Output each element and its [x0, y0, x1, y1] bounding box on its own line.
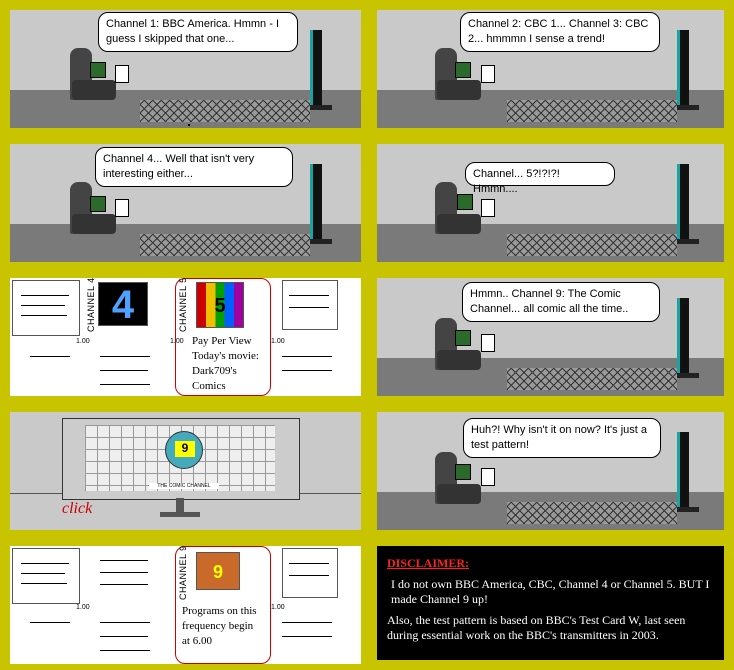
dot [188, 124, 190, 126]
listing-text: Programs on this frequency begin at 6.00 [182, 605, 257, 647]
speech-bubble: Channel 4... Well that isn't very intere… [95, 147, 293, 187]
tv-stand [677, 507, 699, 512]
speech-bubble: Huh?! Why isn't it on now? It's just a t… [463, 418, 661, 458]
panel-2: Channel 2: CBC 1... Channel 3: CBC 2... … [377, 10, 724, 128]
channel-4-logo-text: 4 [111, 283, 135, 327]
character [90, 196, 106, 212]
rug [507, 502, 677, 524]
panel-1: Channel 1: BBC America. Hmmn - I guess I… [10, 10, 361, 128]
listing-cell [282, 280, 338, 330]
rug [140, 234, 310, 256]
tv-stand [677, 105, 699, 110]
panel-8: Huh?! Why isn't it on now? It's just a t… [377, 412, 724, 530]
listing-cell [282, 548, 338, 598]
speech-bubble: Channel... 5?!?!?! Hmmn.... [465, 162, 615, 195]
tv-screen [310, 30, 322, 108]
armchair-seat [72, 214, 116, 234]
character [455, 62, 471, 78]
highlight-box [175, 278, 271, 396]
tv-screen [677, 164, 689, 242]
test-card-caption: THE COMIC CHANNEL [149, 483, 219, 489]
remote-icon [481, 199, 495, 217]
rug [507, 368, 677, 390]
channel-label: CHANNEL 9 [178, 546, 188, 600]
tv-stand [310, 105, 332, 110]
listing-cell [12, 280, 80, 336]
time-label: 1.00 [271, 604, 285, 611]
channel-label: CHANNEL 5 [178, 278, 188, 332]
panel-4: Channel... 5?!?!?! Hmmn.... [377, 144, 724, 262]
armchair-seat [72, 80, 116, 100]
listing-cell [12, 548, 80, 604]
panel-9-tv-listing: 1.00 CHANNEL 9 9 Programs on this freque… [10, 546, 361, 664]
channel-9-logo-text: 9 [212, 562, 223, 582]
channel-4-logo: 4 [98, 282, 148, 327]
armchair-seat [437, 214, 481, 234]
panel-3: Channel 4... Well that isn't very intere… [10, 144, 361, 262]
tv-screen [677, 298, 689, 376]
rug [507, 100, 677, 122]
tv-stand [310, 239, 332, 244]
rug [140, 100, 310, 122]
tv-screen [677, 432, 689, 510]
channel-9-logo: 9 [196, 552, 240, 590]
rug [507, 234, 677, 256]
speech-bubble: Hmmn.. Channel 9: The Comic Channel... a… [462, 282, 660, 322]
speech-bubble: Channel 2: CBC 1... Channel 3: CBC 2... … [460, 12, 660, 52]
remote-icon [115, 199, 129, 217]
disclaimer-line-2: Also, the test pattern is based on BBC's… [387, 613, 686, 642]
character [455, 464, 471, 480]
time-label: 1.00 [271, 338, 285, 345]
panel-7: 9 THE COMIC CHANNEL click [10, 412, 361, 530]
highlight-box [175, 546, 271, 664]
character [455, 330, 471, 346]
tv-stand [677, 239, 699, 244]
tv-screen [310, 164, 322, 242]
remote-icon [481, 334, 495, 352]
character-surprised [457, 194, 473, 210]
tv-stand [677, 373, 699, 378]
panel-6: Hmmn.. Channel 9: The Comic Channel... a… [377, 278, 724, 396]
armchair-seat [437, 80, 481, 100]
time-label: 1.00 [76, 338, 90, 345]
remote-icon [481, 65, 495, 83]
panel-10-disclaimer: DISCLAIMER: I do not own BBC America, CB… [377, 546, 724, 660]
armchair-seat [437, 484, 481, 504]
sound-effect: click [62, 500, 93, 517]
tv-screen [677, 30, 689, 108]
channel-5-logo-text: 5 [214, 295, 226, 317]
character [90, 62, 106, 78]
panel-5-tv-listing: 1.00 CHANNEL 4 4 CHANNEL 5 5 Pay Per Vie… [10, 278, 361, 396]
test-card-number: 9 [175, 441, 195, 457]
disclaimer-title: DISCLAIMER: [387, 556, 470, 570]
test-card-screen: 9 THE COMIC CHANNEL [62, 418, 300, 500]
channel-5-logo: 5 [196, 282, 244, 328]
time-label: 1.00 [76, 604, 90, 611]
armchair-seat [437, 350, 481, 370]
remote-icon [481, 468, 495, 486]
tv-stand [176, 498, 184, 512]
remote-icon [115, 65, 129, 83]
speech-bubble: Channel 1: BBC America. Hmmn - I guess I… [98, 12, 298, 52]
tv-stand [160, 512, 200, 517]
disclaimer-line-1: I do not own BBC America, CBC, Channel 4… [391, 577, 710, 606]
channel-label: CHANNEL 4 [86, 278, 96, 332]
listing-text: Pay Per View Today's movie: Dark709's Co… [192, 335, 259, 392]
time-label: 1.00 [170, 338, 184, 345]
